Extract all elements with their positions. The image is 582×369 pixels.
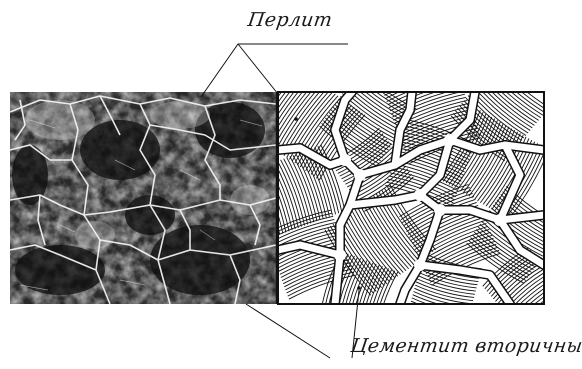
marker-dot	[294, 117, 298, 121]
cementite-secondary-label: Цементит вторичный	[349, 335, 582, 357]
micrograph-photo	[10, 92, 276, 304]
microstructure-sketch	[252, 63, 567, 332]
pearlite-leader-right	[238, 44, 278, 94]
pearlite-leader-left	[201, 44, 238, 97]
marker-dot	[357, 286, 361, 290]
cementite-leader-left	[246, 304, 330, 358]
pearlite-label: Перлит	[246, 9, 333, 31]
